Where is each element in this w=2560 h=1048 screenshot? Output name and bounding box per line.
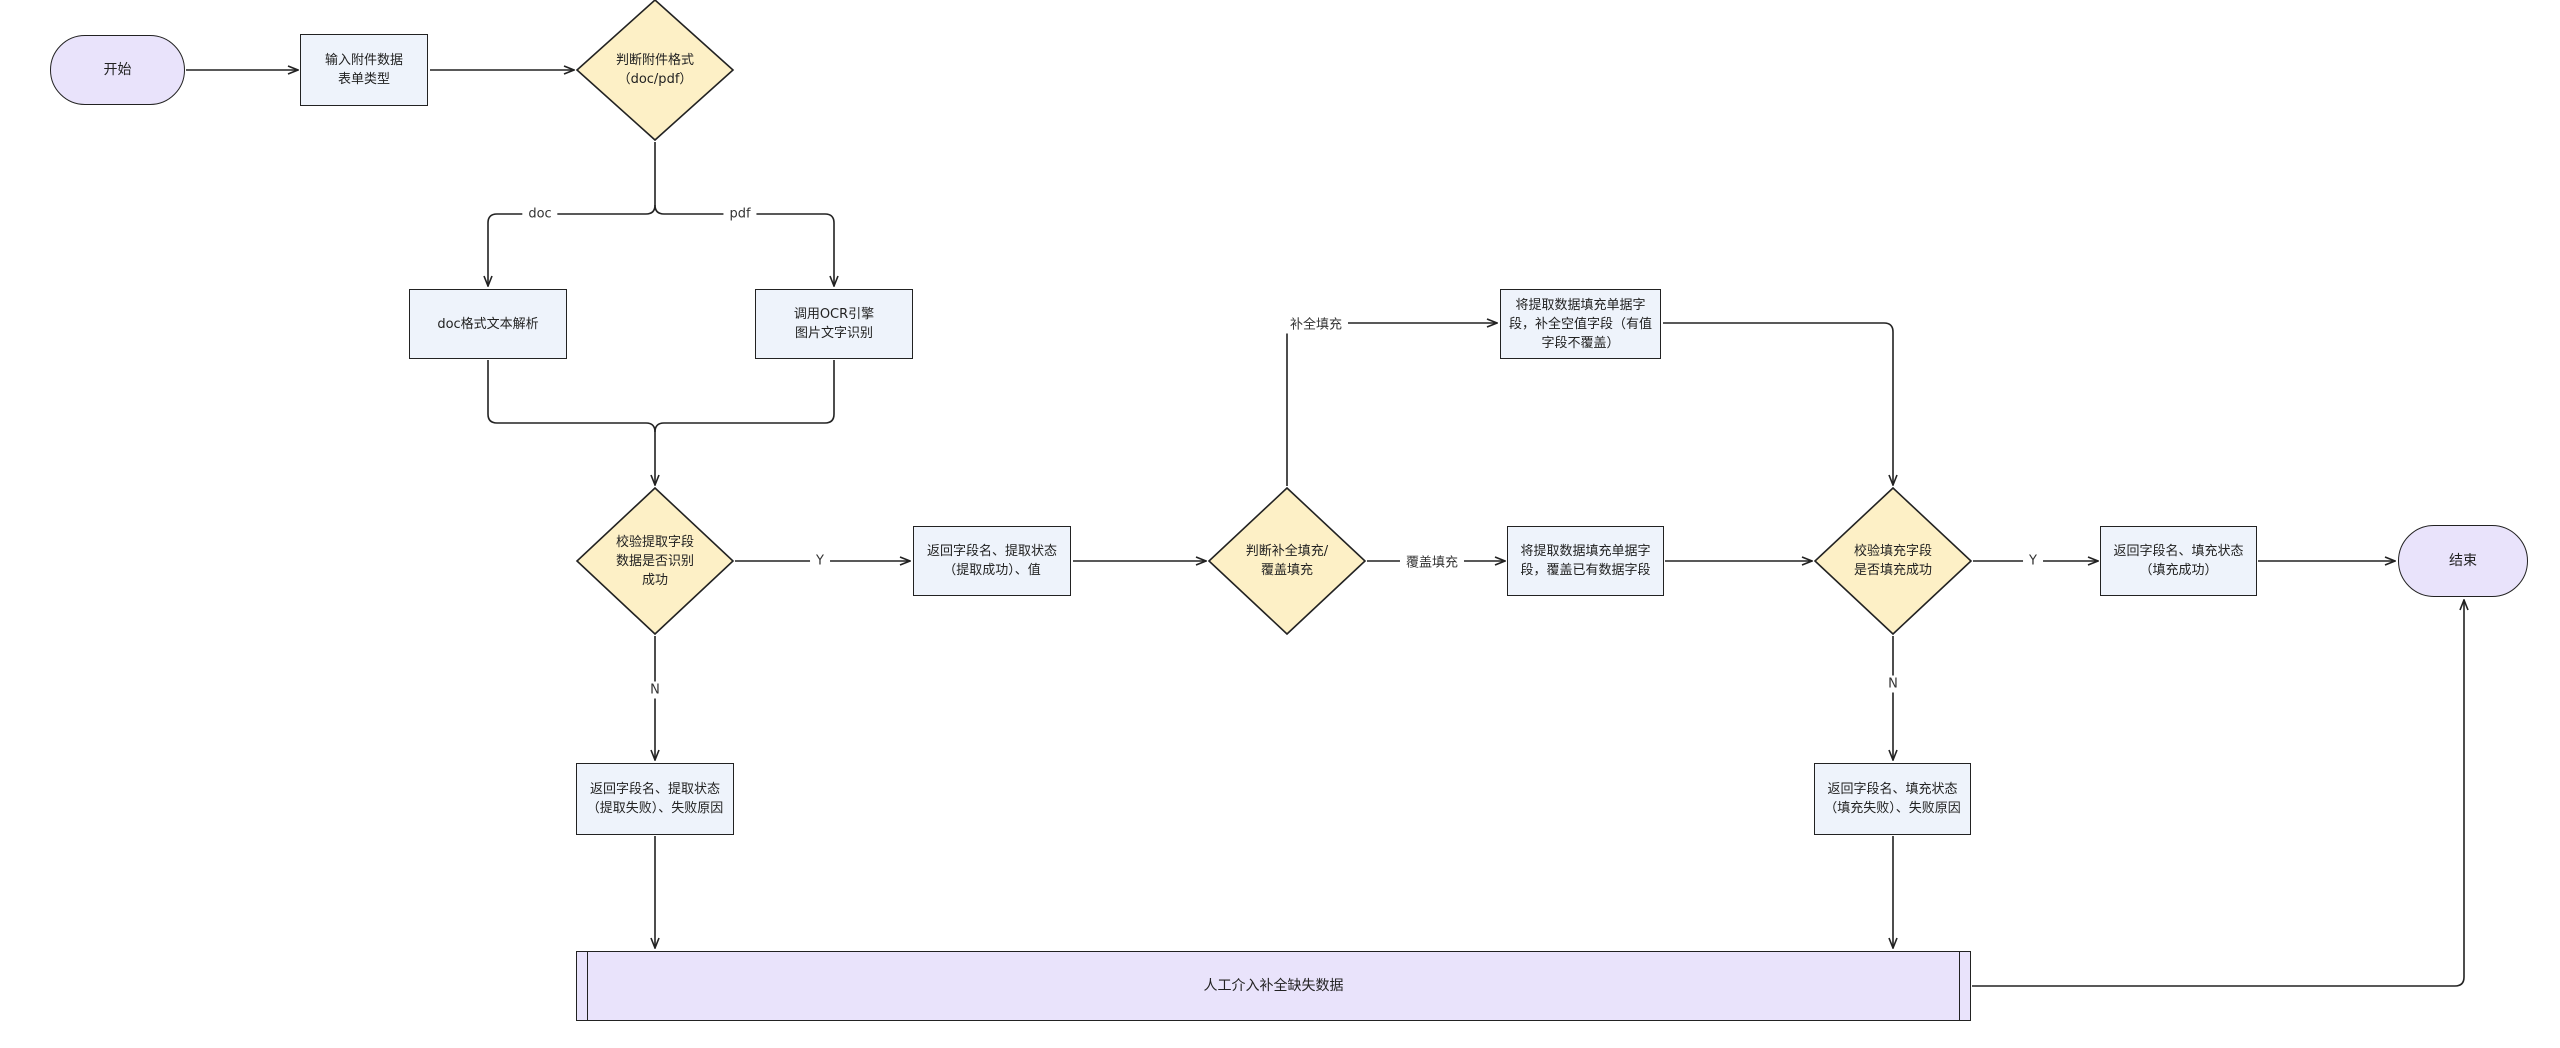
return-fill-fail-node: 返回字段名、填充状态 （填充失败）、失败原因: [1814, 763, 1971, 835]
fill-check-decision-label: 校验填充字段 是否填充成功: [1853, 544, 1932, 578]
ocr-node: 调用OCR引擎 图片文字识别: [755, 289, 913, 359]
edge-ocr-to-merge: [655, 360, 835, 485]
fill-overwrite-node: 将提取数据填充单据字 段，覆盖已有数据字段: [1507, 526, 1664, 596]
edge-supplement-to-check: [1663, 322, 1893, 485]
edge-label-overwrite: 覆盖填充: [1399, 550, 1465, 572]
edge-label-doc: doc: [522, 205, 558, 223]
end-node: 结束: [2398, 525, 2528, 597]
decision-shape-extract-check: [575, 486, 735, 636]
edge-label-extract-yes: Y: [810, 552, 830, 570]
format-decision-label: 判断附件格式 （doc/pdf）: [615, 53, 694, 87]
extract-check-decision-label: 校验提取字段 数据是否识别 成功: [615, 534, 694, 588]
return-extract-success-node: 返回字段名、提取状态 （提取成功）、值: [913, 526, 1071, 596]
edge-mode-supplement: [1286, 323, 1497, 486]
edge-label-extract-no: N: [644, 681, 666, 699]
fill-mode-decision-label: 判断补全填充/ 覆盖填充: [1245, 544, 1329, 578]
edge-label-fill-yes: Y: [2023, 552, 2043, 570]
fill-supplement-node: 将提取数据填充单据字 段，补全空值字段（有值 字段不覆盖）: [1500, 289, 1661, 359]
decision-shape-format: [575, 0, 735, 142]
edge-format-to-pdf: [654, 204, 834, 286]
edge-label-fill-no: N: [1882, 675, 1904, 693]
doc-parse-node: doc格式文本解析: [409, 289, 567, 359]
return-extract-fail-node: 返回字段名、提取状态 （提取失败）、失败原因: [576, 763, 734, 835]
edge-manual-to-end: [1972, 600, 2464, 987]
input-form-node: 输入附件数据 表单类型: [300, 34, 428, 106]
edge-doc-to-merge: [487, 360, 656, 433]
manual-intervention-node: 人工介入补全缺失数据: [576, 951, 1971, 1021]
edge-label-supplement: 补全填充: [1283, 312, 1349, 334]
return-fill-success-node: 返回字段名、填充状态 （填充成功）: [2100, 526, 2257, 596]
start-node: 开始: [50, 35, 185, 105]
decision-shape-fill-check: [1813, 486, 1973, 636]
decision-shape-fill-mode: [1207, 486, 1367, 636]
edge-format-to-doc: [488, 142, 656, 286]
edge-label-pdf: pdf: [723, 205, 757, 223]
